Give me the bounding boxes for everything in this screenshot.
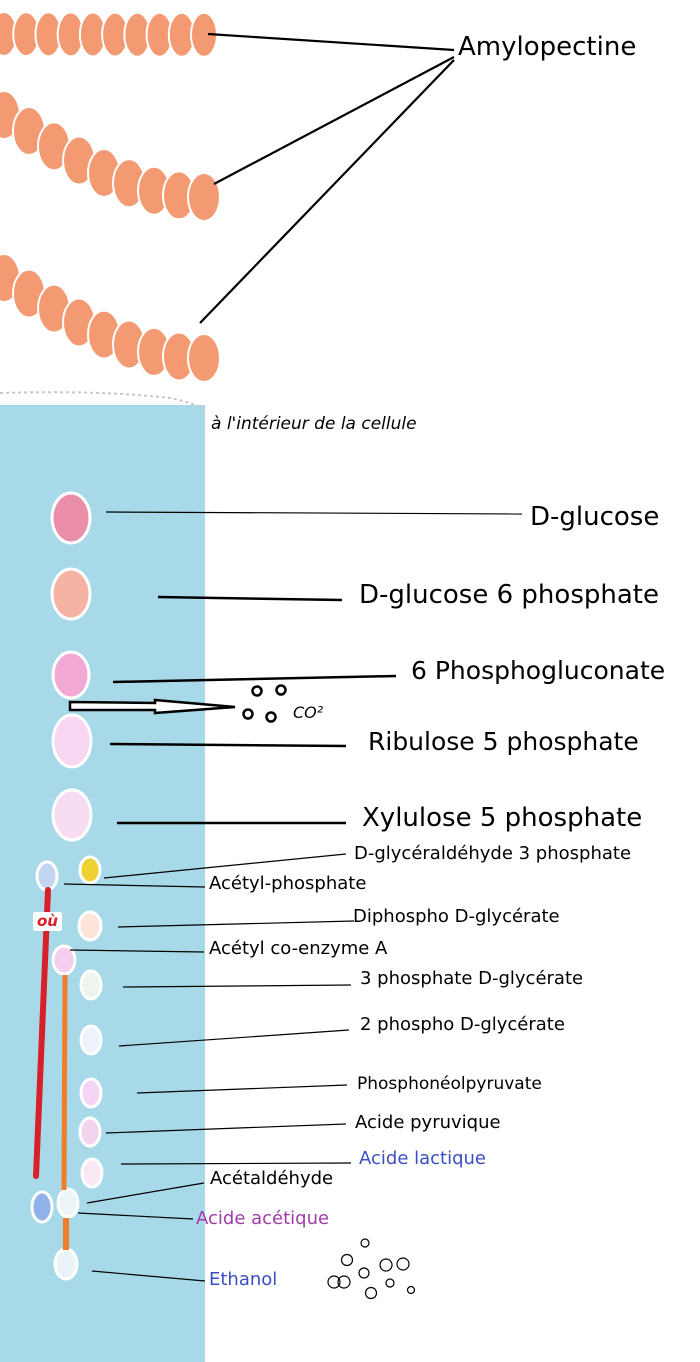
co2-bubbles bbox=[242, 684, 287, 723]
circle-acide-pyruvique bbox=[78, 1116, 102, 1148]
label-2-phospho: 2 phospho D-glycérate bbox=[360, 1014, 565, 1035]
label-ethanol: Ethanol bbox=[209, 1269, 278, 1290]
amylopectine-chains bbox=[0, 11, 221, 383]
circle-glyceraldehyde bbox=[78, 855, 102, 885]
circle-3-phosphate bbox=[79, 969, 103, 1001]
circle-diphospho bbox=[77, 910, 103, 942]
circle-xylulose bbox=[51, 788, 93, 842]
ethanol-bubbles bbox=[327, 1238, 416, 1300]
label-xylulose: Xylulose 5 phosphate bbox=[362, 803, 643, 833]
co2-arrow bbox=[68, 698, 236, 715]
label-3-phosphate: 3 phosphate D-glycérate bbox=[360, 968, 584, 989]
circle-acide-lactique bbox=[80, 1157, 104, 1189]
circle-2-phospho bbox=[79, 1024, 103, 1056]
circle-d-glucose bbox=[50, 491, 92, 545]
orange-pathway-line-1 bbox=[61, 974, 68, 1191]
circle-ethanol bbox=[53, 1247, 79, 1281]
label-glyceraldehyde: D-glycéraldéhyde 3 phosphate bbox=[354, 843, 632, 864]
circle-acetyl-phosphate bbox=[35, 860, 59, 892]
cell-membrane bbox=[0, 391, 206, 413]
label-phosphoenolpyruvate: Phosphonéolpyruvate bbox=[357, 1074, 542, 1094]
label-ou: où bbox=[33, 912, 62, 931]
amylopectine-bead bbox=[187, 333, 221, 383]
label-ribulose: Ribulose 5 phosphate bbox=[368, 727, 639, 756]
circle-acetaldehyde bbox=[30, 1190, 54, 1224]
metabolite-circles bbox=[30, 491, 104, 1281]
label-diphospho: Diphospho D-glycérate bbox=[353, 906, 560, 927]
label-acetaldehyde: Acétaldéhyde bbox=[210, 1168, 334, 1189]
label-amylopectine: Amylopectine bbox=[458, 32, 637, 62]
label-acetyl-coa: Acétyl co-enzyme A bbox=[209, 938, 388, 959]
label-acide-lactique: Acide lactique bbox=[359, 1148, 487, 1169]
amylopectine-bead bbox=[187, 172, 221, 222]
label-d-glucose: D-glucose bbox=[530, 502, 660, 532]
label-interieur-cellule: à l'intérieur de la cellule bbox=[211, 414, 417, 434]
circle-phosphoenolpyruvate bbox=[79, 1077, 103, 1109]
circle-acide-acetique bbox=[56, 1187, 80, 1219]
circle-ribulose bbox=[51, 713, 93, 769]
red-pathway-line bbox=[33, 887, 51, 1179]
label-d-glucose-6-phosphate: D-glucose 6 phosphate bbox=[359, 580, 659, 610]
label-co2: CO² bbox=[293, 703, 324, 722]
label-acide-acetique: Acide acétique bbox=[196, 1208, 330, 1229]
amylopectine-leaders bbox=[199, 32, 455, 324]
circle-acetyl-coa bbox=[51, 944, 77, 976]
label-acetyl-phosphate: Acétyl-phosphate bbox=[209, 873, 367, 894]
circle-d-glucose-6-phosphate bbox=[50, 567, 92, 621]
label-6-phosphogluconate: 6 Phosphogluconate bbox=[411, 656, 666, 685]
metabolite-leaders bbox=[63, 511, 523, 1282]
circle-6-phosphogluconate bbox=[51, 650, 91, 700]
label-acide-pyruvique: Acide pyruvique bbox=[355, 1112, 501, 1133]
